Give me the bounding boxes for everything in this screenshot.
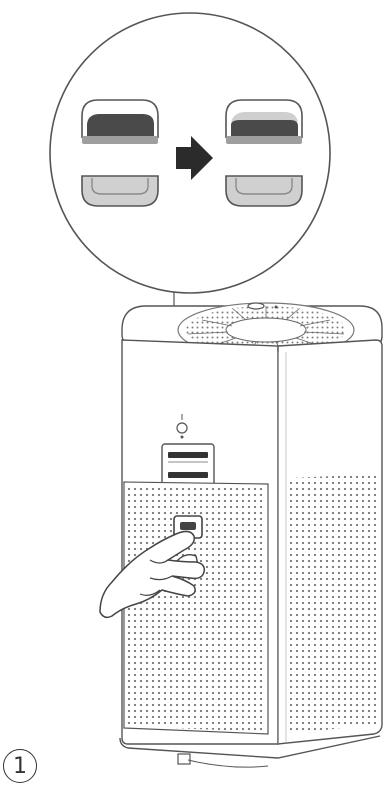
step-number: 1 (13, 754, 27, 779)
step-number-badge: 1 (3, 749, 37, 783)
side-vent-grille (290, 474, 376, 734)
zoom-callout (50, 13, 330, 293)
filter-door (124, 482, 268, 734)
filter-slot-window (162, 444, 214, 488)
air-purifier (120, 303, 382, 767)
